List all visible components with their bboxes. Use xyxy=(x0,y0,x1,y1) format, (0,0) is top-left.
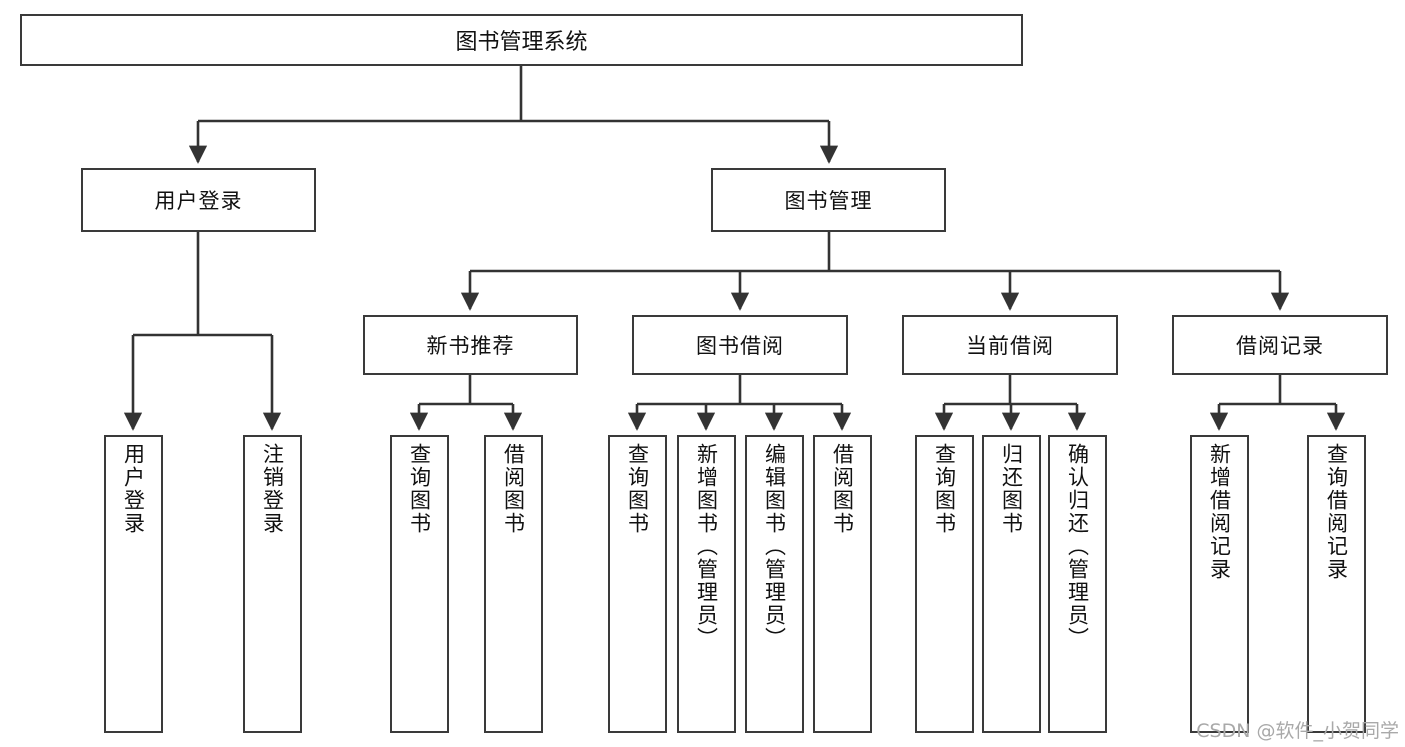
node-leaf-add-record[interactable]: 新增借阅记录 xyxy=(1190,435,1249,733)
node-leaf-user-logout[interactable]: 注销登录 xyxy=(243,435,302,733)
node-leaf-borrow-book-1-label: 借阅图书 xyxy=(501,443,526,535)
node-user-login-label: 用户登录 xyxy=(154,189,243,213)
node-leaf-borrow-book-2[interactable]: 借阅图书 xyxy=(813,435,872,733)
node-leaf-user-login-label: 用户登录 xyxy=(121,443,146,535)
node-leaf-edit-book-label: 编辑图书（管理员） xyxy=(762,443,787,650)
node-book-borrow-label: 图书借阅 xyxy=(696,334,784,358)
node-leaf-query-book-3[interactable]: 查询图书 xyxy=(915,435,974,733)
node-leaf-query-book-2-label: 查询图书 xyxy=(625,443,650,535)
node-leaf-query-book-1[interactable]: 查询图书 xyxy=(390,435,449,733)
node-borrow-record-label: 借阅记录 xyxy=(1236,334,1324,358)
node-user-login[interactable]: 用户登录 xyxy=(81,168,316,232)
node-leaf-add-record-label: 新增借阅记录 xyxy=(1207,443,1232,581)
node-book-borrow[interactable]: 图书借阅 xyxy=(632,315,848,375)
node-leaf-return-book-label: 归还图书 xyxy=(999,443,1024,535)
node-leaf-add-book[interactable]: 新增图书（管理员） xyxy=(677,435,736,733)
node-root-label: 图书管理系统 xyxy=(455,30,588,55)
watermark: CSDN @软件_小贺同学 xyxy=(1196,720,1399,742)
node-leaf-user-login[interactable]: 用户登录 xyxy=(104,435,163,733)
node-leaf-borrow-book-2-label: 借阅图书 xyxy=(830,443,855,535)
node-leaf-query-record[interactable]: 查询借阅记录 xyxy=(1307,435,1366,733)
node-new-book-rec-label: 新书推荐 xyxy=(426,334,515,358)
node-root[interactable]: 图书管理系统 xyxy=(20,14,1023,66)
node-leaf-query-record-label: 查询借阅记录 xyxy=(1324,443,1349,581)
node-book-manage[interactable]: 图书管理 xyxy=(711,168,946,232)
node-leaf-edit-book[interactable]: 编辑图书（管理员） xyxy=(745,435,804,733)
node-leaf-add-book-label: 新增图书（管理员） xyxy=(694,443,719,650)
node-leaf-user-logout-label: 注销登录 xyxy=(260,443,285,535)
node-book-manage-label: 图书管理 xyxy=(784,189,873,213)
node-leaf-query-book-2[interactable]: 查询图书 xyxy=(608,435,667,733)
node-leaf-confirm-return-label: 确认归还（管理员） xyxy=(1065,443,1090,650)
node-leaf-query-book-1-label: 查询图书 xyxy=(407,443,432,535)
node-borrow-record[interactable]: 借阅记录 xyxy=(1172,315,1388,375)
node-current-borrow-label: 当前借阅 xyxy=(966,334,1054,358)
node-leaf-borrow-book-1[interactable]: 借阅图书 xyxy=(484,435,543,733)
node-leaf-query-book-3-label: 查询图书 xyxy=(932,443,957,535)
node-leaf-confirm-return[interactable]: 确认归还（管理员） xyxy=(1048,435,1107,733)
node-current-borrow[interactable]: 当前借阅 xyxy=(902,315,1118,375)
node-leaf-return-book[interactable]: 归还图书 xyxy=(982,435,1041,733)
node-new-book-rec[interactable]: 新书推荐 xyxy=(363,315,578,375)
